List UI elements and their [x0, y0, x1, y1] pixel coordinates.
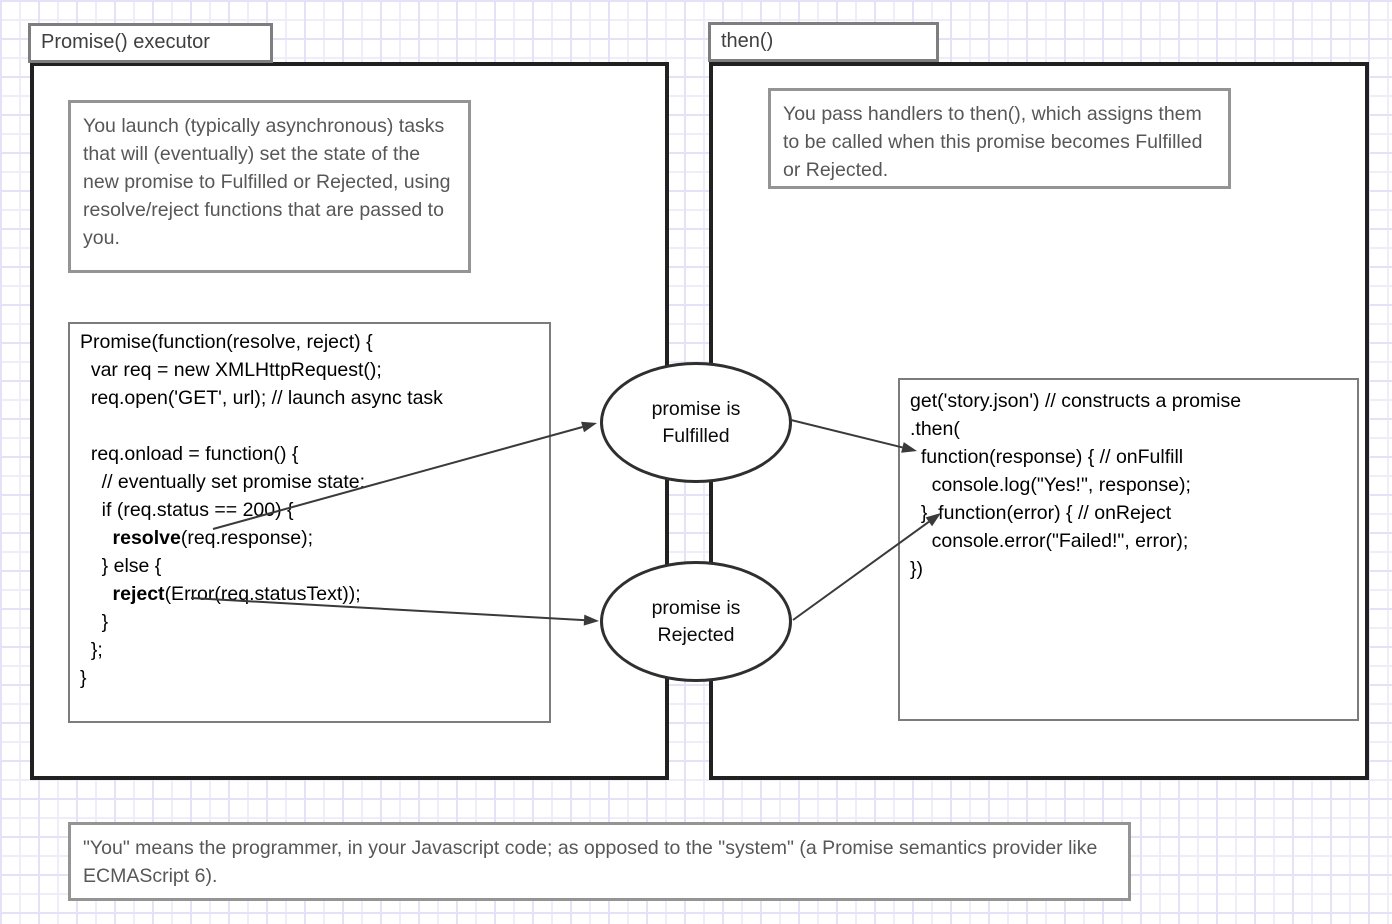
code-line: req.open('GET', url); // launch async ta…	[80, 387, 443, 409]
fulfilled-state-ellipse: promise is Fulfilled	[600, 362, 792, 483]
code-line: console.error("Failed!", error);	[910, 530, 1189, 552]
code-line: console.log("Yes!", response);	[910, 474, 1191, 496]
code-line: function(response) { // onFulfill	[910, 446, 1184, 468]
code-line: req.onload = function() {	[80, 443, 299, 465]
code-line: if (req.status == 200) {	[80, 499, 294, 521]
left-panel-title: Promise() executor	[41, 31, 210, 53]
rejected-label-line2: Rejected	[657, 623, 735, 646]
right-panel-title: then()	[721, 30, 774, 52]
code-line: // eventually set promise state:	[80, 471, 366, 493]
code-line: reject(Error(req.statusText));	[112, 583, 361, 605]
code-line: })	[910, 558, 924, 580]
code-line: };	[80, 639, 103, 661]
code-line: get('story.json') // constructs a promis…	[910, 390, 1242, 412]
then-code-block: get('story.json') // constructs a promis…	[898, 378, 1359, 721]
footnote-text: "You" means the programmer, in your Java…	[83, 837, 1098, 887]
code-line: }	[80, 611, 109, 633]
footnote-box: "You" means the programmer, in your Java…	[68, 822, 1131, 901]
code-line: }, function(error) { // onReject	[910, 502, 1172, 524]
code-line: Promise(function(resolve, reject) {	[80, 331, 373, 353]
code-line: resolve(req.response);	[112, 527, 314, 549]
fulfilled-label-line2: Fulfilled	[662, 424, 730, 447]
right-panel-title-tab: then()	[708, 22, 939, 62]
code-line	[80, 412, 539, 440]
code-line: var req = new XMLHttpRequest();	[80, 359, 382, 381]
executor-code-block: Promise(function(resolve, reject) { var …	[68, 322, 551, 723]
code-line: .then(	[910, 418, 960, 440]
executor-note-text: You launch (typically asynchronous) task…	[83, 115, 451, 249]
executor-note: You launch (typically asynchronous) task…	[68, 100, 471, 273]
code-line: } else {	[80, 555, 162, 577]
rejected-state-ellipse: promise is Rejected	[600, 561, 792, 682]
then-note: You pass handlers to then(), which assig…	[768, 88, 1231, 189]
fulfilled-label-line1: promise is	[651, 397, 741, 420]
left-panel-title-tab: Promise() executor	[28, 23, 273, 63]
rejected-label-line1: promise is	[651, 596, 741, 619]
then-note-text: You pass handlers to then(), which assig…	[783, 103, 1203, 181]
code-line: }	[80, 667, 87, 689]
